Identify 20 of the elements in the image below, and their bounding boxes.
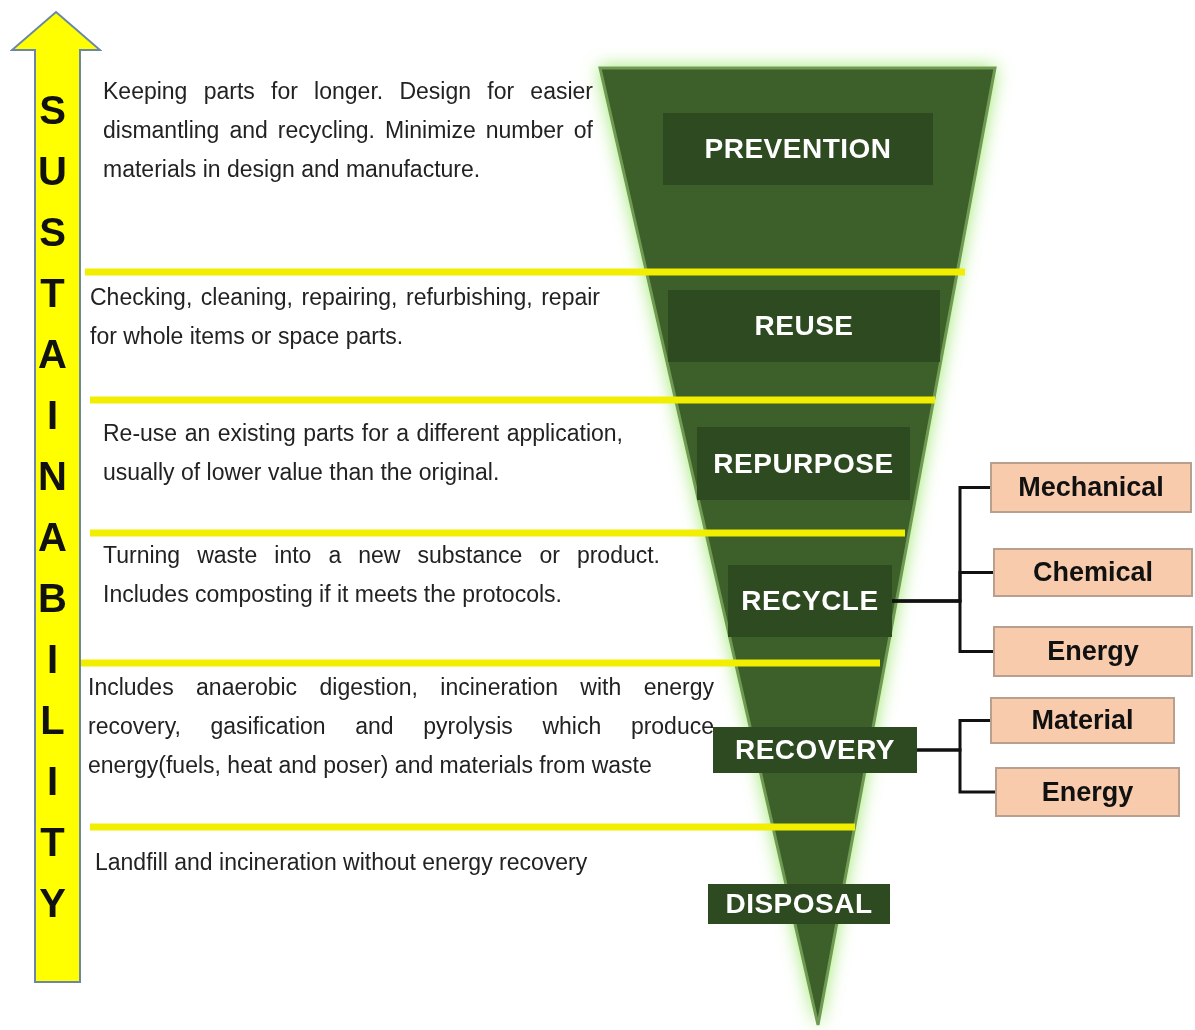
description-text: Keeping parts for longer. Design for easier dismantling and recycling. Minimize number of materials in design and manufacture. <box>103 77 593 184</box>
bracket-line <box>917 748 995 794</box>
description-text: Re-use an existing parts for a different application, usually of lower value than the original. <box>103 419 623 487</box>
description-text: Includes anaerobic digestion, incineration with energy recovery, gasification and pyrolysis which produce energy(fuels, heat and poser) and materials from waste <box>88 673 714 780</box>
vertical-label: SUSTAINABILITY <box>37 87 68 927</box>
stage-label-box: RECOVERY <box>713 727 917 773</box>
category-box: Energy <box>993 626 1193 677</box>
category-box: Energy <box>995 767 1180 817</box>
category-box: Material <box>990 697 1175 744</box>
description-text: Checking, cleaning, repairing, refurbishing, repair for whole items or space parts. <box>90 283 600 351</box>
stage-label-box: REUSE <box>668 290 940 362</box>
category-box: Mechanical <box>990 462 1192 513</box>
stage-label-box: REPURPOSE <box>697 427 910 500</box>
bracket-line <box>892 599 993 653</box>
stage-label-box: DISPOSAL <box>708 884 890 924</box>
description-text: Turning waste into a new substance or product. Includes composting if it meets the protocols. <box>103 541 660 609</box>
stage-label-box: PREVENTION <box>663 113 933 185</box>
category-box: Chemical <box>993 548 1193 597</box>
stage-label-box: RECYCLE <box>728 565 892 637</box>
description-text: Landfill and incineration without energy recovery <box>95 848 589 877</box>
